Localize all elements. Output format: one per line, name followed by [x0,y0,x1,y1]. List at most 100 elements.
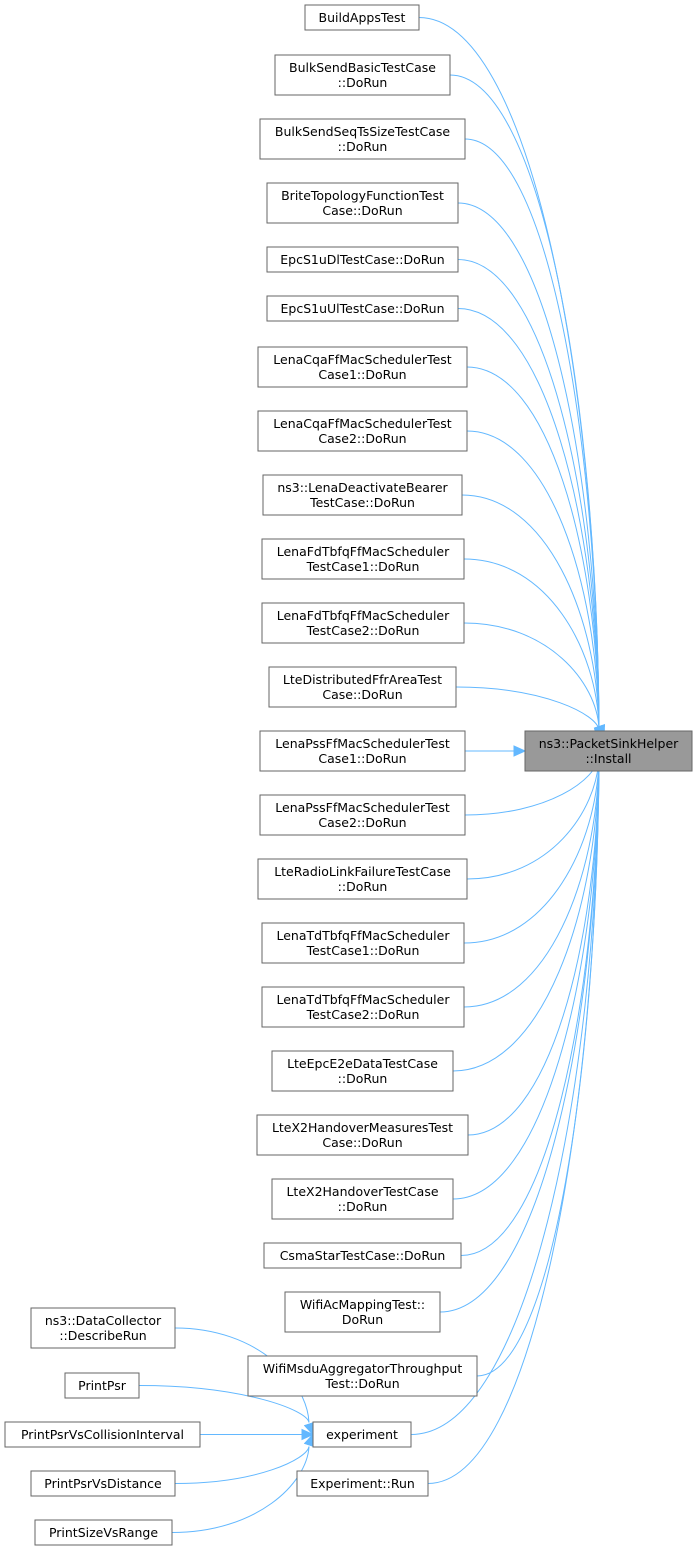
edge-csmastar-to-install [460,747,605,1256]
node-printpsr[interactable]: PrintPsr [64,1372,140,1399]
node-experimentrun[interactable]: Experiment::Run [296,1470,429,1497]
edge-line [171,1446,310,1533]
node-box [304,4,420,31]
node-label-line: Case2::DoRun [318,815,406,830]
node-epcs1udl[interactable]: EpcS1uDlTestCase::DoRun [266,246,459,273]
node-box [271,1050,454,1092]
edge-line [452,760,600,1072]
edge-line [427,760,600,1484]
node-experiment[interactable]: experiment [312,1421,412,1448]
node-box [259,730,466,772]
edge-lenafdtbfq2-to-install [463,622,605,743]
edge-line [457,202,600,726]
node-box [256,1114,469,1156]
edge-line [463,622,600,729]
node-box [34,1519,173,1546]
node-label-line: BulkSendSeqTsSizeTestCase [275,124,451,139]
node-buildappstest[interactable]: BuildAppsTest [304,4,420,31]
node-box [524,730,693,772]
node-printpsrdistance[interactable]: PrintPsrVsDistance [30,1470,176,1497]
node-label-line: experiment [326,1427,398,1442]
node-label-line: ::Install [585,751,631,766]
node-box [266,246,459,273]
edge-line [461,494,600,727]
node-box [261,602,465,644]
node-label-line: LenaFdTbfqFfMacScheduler [277,544,450,559]
node-bulksendseqts[interactable]: BulkSendSeqTsSizeTestCase::DoRun [259,118,466,160]
edge-bulksendseqts-to-install [464,138,605,739]
node-box [296,1470,429,1497]
node-box [268,666,457,708]
edge-britetopology-to-install [457,202,605,739]
node-label-line: TestCase2::DoRun [306,623,420,638]
node-datacollector[interactable]: ns3::DataCollector::DescribeRun [30,1307,176,1349]
edge-lenafdtbfq1-to-install [463,558,605,741]
node-label-line: Case::DoRun [322,1135,402,1150]
node-install[interactable]: ns3::PacketSinkHelper::Install [524,730,693,772]
edge-line [138,1385,310,1423]
node-label-line: Case1::DoRun [318,751,406,766]
node-label-line: LteDistributedFfrAreaTest [283,672,442,687]
node-printsizerange[interactable]: PrintSizeVsRange [34,1519,173,1546]
node-label-line: CsmaStarTestCase::DoRun [280,1248,446,1263]
node-label-line: Case2::DoRun [318,431,406,446]
node-label-line: LteX2HandoverTestCase [286,1184,438,1199]
edge-ltex2handover-to-install [452,747,605,1200]
node-epcs1uul[interactable]: EpcS1uUlTestCase::DoRun [266,295,459,322]
edge-line [455,686,600,731]
node-label-line: BulkSendBasicTestCase [289,60,436,75]
node-label-line: ns3::LenaDeactivateBearer [277,480,448,495]
edge-epcs1uul-to-install [457,308,605,739]
node-label-line: ns3::PacketSinkHelper [539,736,679,751]
node-box [30,1307,176,1349]
edge-lteepce2e-to-install [452,747,605,1072]
edge-line [457,259,600,726]
edge-line [174,1446,310,1484]
edge-wifimsdu-to-install [476,747,605,1377]
node-wifiacmapping[interactable]: WifiAcMappingTest::DoRun [284,1291,441,1333]
node-csmastar[interactable]: CsmaStarTestCase::DoRun [263,1242,462,1269]
node-printpsrcollision[interactable]: PrintPsrVsCollisionInterval [4,1421,201,1448]
arrowhead-icon [301,1428,315,1441]
node-box [261,538,465,580]
edge-lenacqa1-to-install [466,366,605,739]
edge-line [452,760,600,1200]
node-label-line: LteX2HandoverMeasuresTest [272,1120,453,1135]
edge-line [463,558,600,728]
node-label-line: LenaCqaFfMacSchedulerTest [273,416,452,431]
node-label-line: Test::DoRun [324,1376,399,1391]
node-box [262,474,463,516]
node-label-line: Experiment::Run [310,1476,415,1491]
node-label-line: ::DescribeRun [59,1328,146,1343]
edge-line [410,760,600,1435]
edge-line [439,760,600,1313]
node-label-line: BriteTopologyFunctionTest [281,188,444,203]
node-label-line: EpcS1uDlTestCase::DoRun [280,252,444,267]
node-lteradiolink[interactable]: LteRadioLinkFailureTestCase::DoRun [257,858,468,900]
node-lteepce2e[interactable]: LteEpcE2eDataTestCase::DoRun [271,1050,454,1092]
node-bulksendbasic[interactable]: BulkSendBasicTestCase::DoRun [274,54,451,96]
node-label-line: PrintPsrVsDistance [44,1476,162,1491]
edge-lenadeactivate-to-install [461,494,605,740]
node-label-line: PrintPsrVsCollisionInterval [21,1427,184,1442]
edge-lenatdtbfq2-to-install [463,746,605,1008]
node-label-line: WifiMsduAggregatorThroughput [263,1361,463,1376]
node-label-line: TestCase::DoRun [309,495,415,510]
node-ltex2handover[interactable]: LteX2HandoverTestCase::DoRun [271,1178,454,1220]
node-label-line: PrintPsr [78,1378,127,1393]
node-label-line: ns3::DataCollector [45,1313,162,1328]
edge-line [466,757,600,880]
